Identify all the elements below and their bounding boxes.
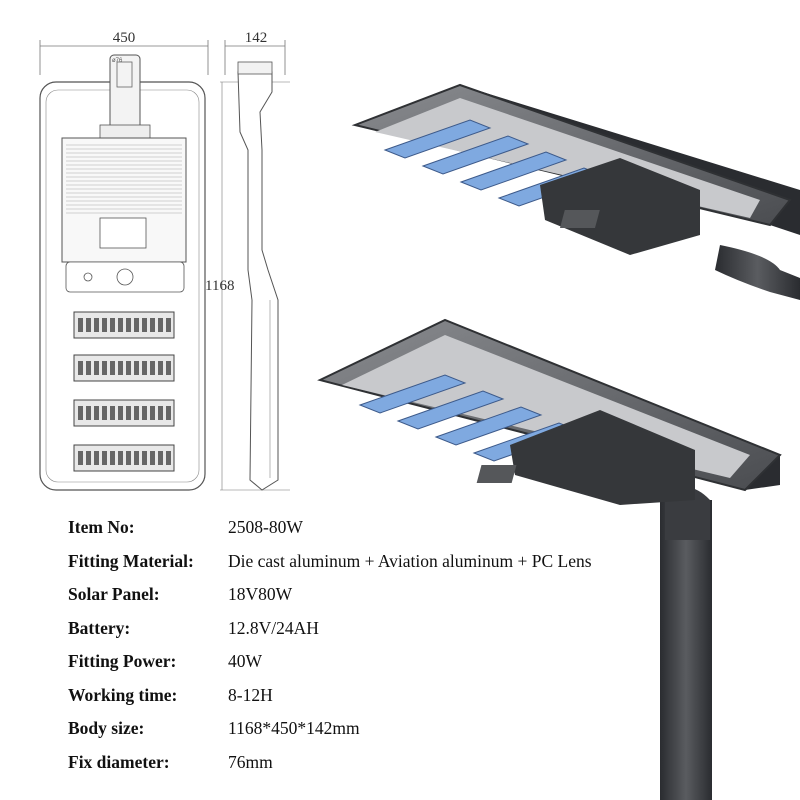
spec-row: Item No: 2508-80W — [68, 512, 668, 546]
spec-label: Fix diameter: — [68, 751, 170, 772]
depth-dimension: 142 — [224, 30, 286, 75]
depth-label: 142 — [245, 30, 268, 46]
spec-row: Fix diameter: 76mm — [68, 747, 668, 781]
spec-row: Battery: 12.8V/24AH — [68, 613, 668, 647]
spec-row: Working time: 8-12H — [68, 680, 668, 714]
pole — [660, 245, 800, 800]
spec-row: Fitting Material: Die cast aluminum + Avi… — [68, 546, 668, 580]
technical-drawing: 450 142 1168 ø76 — [39, 30, 290, 491]
side-view — [237, 61, 279, 491]
street-light-render — [317, 83, 800, 800]
spec-label: Item No: — [68, 517, 135, 537]
pole-diameter-label: ø76 — [112, 58, 123, 64]
spec-row: Body size: 1168*450*142mm — [68, 713, 668, 747]
spec-label: Fitting Material: — [68, 550, 194, 571]
spec-table: Item No: 2508-80W Fitting Material: Die cas… — [68, 512, 668, 780]
lower-lamp — [317, 318, 782, 505]
spec-label: Body size: — [68, 718, 145, 738]
front-view: ø76 — [39, 54, 206, 491]
width-dimension: 450 — [39, 30, 209, 75]
spec-label: Battery: — [68, 617, 131, 638]
spec-value: 12.8V/24AH — [228, 617, 319, 638]
width-label: 450 — [113, 30, 136, 46]
spec-label: Fitting Power: — [68, 651, 177, 671]
spec-row: Solar Panel: 18V80W — [68, 579, 668, 613]
spec-label: Solar Panel: — [68, 584, 160, 604]
spec-label: Working time: — [68, 684, 178, 705]
spec-value: 2508-80W — [228, 517, 303, 537]
spec-value: 18V80W — [228, 584, 293, 604]
height-label: 1168 — [205, 278, 234, 294]
height-dimension: 1168 — [205, 81, 290, 491]
spec-value: Die cast aluminum + Aviation aluminum + … — [228, 550, 592, 571]
upper-lamp — [351, 83, 800, 255]
spec-value: 40W — [228, 651, 263, 671]
spec-value: 1168*450*142mm — [228, 718, 360, 738]
spec-row: Fitting Power: 40W — [68, 646, 668, 680]
spec-value: 8-12H — [228, 684, 273, 705]
spec-value: 76mm — [228, 751, 273, 772]
